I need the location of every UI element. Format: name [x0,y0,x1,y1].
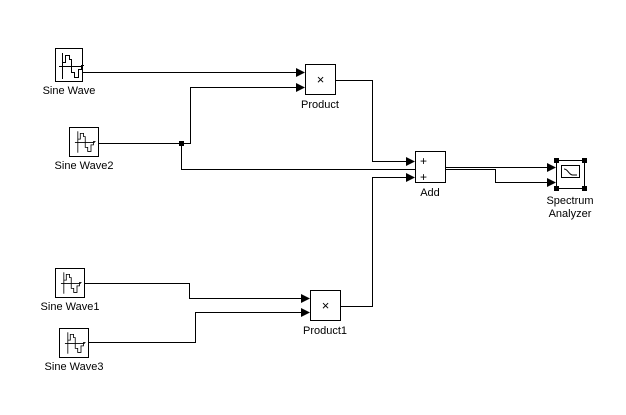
multiply-icon: × [321,298,330,313]
stair-step-sine-icon [64,332,86,354]
selection-handle[interactable] [582,158,587,163]
arrowhead [301,294,310,303]
block-label-add: Add [420,187,440,199]
block-sine-wave2[interactable] [69,127,99,157]
stair-step-sine-icon [60,272,82,294]
block-label-spectrum-analyzer: Spectrum Analyzer [510,195,626,221]
block-product1[interactable]: × [310,290,341,321]
arrowhead [301,308,310,317]
label-line-analyzer: Analyzer [548,208,592,220]
selection-handle[interactable] [554,186,559,191]
plus-icon: + [420,154,428,168]
wire-sinewave1-to-product1[interactable] [85,283,301,299]
arrowhead [547,178,556,187]
arrowhead [296,83,305,92]
wire-product-to-add[interactable] [336,80,406,162]
block-label-sine-wave3: Sine Wave3 [44,361,104,373]
block-label-product1: Product1 [302,325,348,337]
wire-sinewave2-to-product[interactable] [99,87,296,144]
arrowhead [406,173,415,182]
block-sine-wave3[interactable] [59,328,89,358]
arrowhead [547,163,556,172]
label-line-spectrum: Spectrum [546,195,594,207]
branch-dot[interactable] [179,141,184,146]
wire-product1-to-add[interactable] [341,177,406,307]
block-label-sine-wave1: Sine Wave1 [40,301,100,313]
wire-sinewave3-to-product1[interactable] [89,312,301,343]
wire-sinewave2-to-spectrum[interactable] [181,143,548,183]
block-label-sine-wave: Sine Wave [42,85,96,97]
block-product[interactable]: × [305,64,336,95]
block-label-sine-wave2: Sine Wave2 [54,160,114,172]
arrowhead [296,68,305,77]
block-label-product: Product [301,99,339,111]
stair-step-sine-icon [74,131,96,153]
plus-icon: + [420,170,428,184]
block-spectrum-analyzer[interactable] [554,158,587,191]
block-add[interactable]: + + [415,151,446,183]
stair-step-sine-icon [59,53,84,79]
multiply-icon: × [316,72,325,87]
selection-handle[interactable] [582,186,587,191]
selection-handle[interactable] [554,158,559,163]
block-sine-wave[interactable] [55,48,84,82]
block-sine-wave1[interactable] [55,268,85,298]
arrowhead [406,157,415,166]
scope-response-curve-icon [561,165,580,178]
